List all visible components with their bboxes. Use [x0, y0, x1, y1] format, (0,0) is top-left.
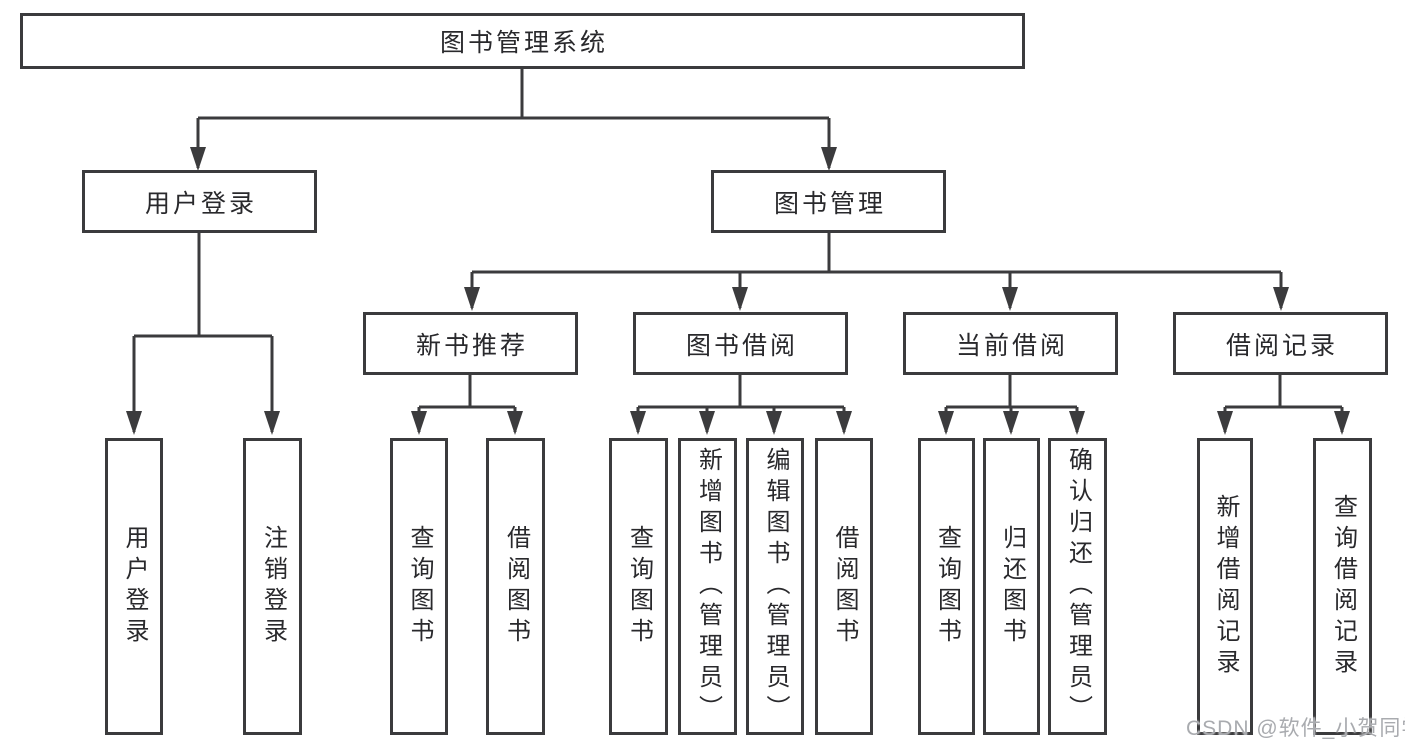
leaf-query-books-recommend: 查询图书 [390, 438, 448, 735]
leaf-confirm-return-admin: 确认归还（管理员） [1048, 438, 1107, 735]
leaf-query-borrow-record: 查询借阅记录 [1313, 438, 1372, 735]
leaf-add-books-admin: 新增图书（管理员） [678, 438, 737, 735]
leaf-return-books: 归还图书 [983, 438, 1040, 735]
leaf-query-books-borrow: 查询图书 [609, 438, 668, 735]
node-borrow-records: 借阅记录 [1173, 312, 1388, 375]
leaf-borrow-books-recommend: 借阅图书 [486, 438, 545, 735]
leaf-user-login: 用户登录 [105, 438, 163, 735]
leaf-logout: 注销登录 [243, 438, 302, 735]
leaf-query-books-current: 查询图书 [918, 438, 975, 735]
node-new-book-recommend: 新书推荐 [363, 312, 578, 375]
leaf-borrow-books: 借阅图书 [815, 438, 873, 735]
leaf-add-borrow-record: 新增借阅记录 [1197, 438, 1253, 735]
csdn-watermark: CSDN @软件_小贺同学 [1186, 717, 1405, 740]
node-book-management: 图书管理 [711, 170, 946, 233]
node-book-borrow: 图书借阅 [633, 312, 848, 375]
leaf-edit-books-admin: 编辑图书（管理员） [746, 438, 804, 735]
node-library-system: 图书管理系统 [20, 13, 1025, 69]
node-current-borrow: 当前借阅 [903, 312, 1118, 375]
node-user-login: 用户登录 [82, 170, 317, 233]
